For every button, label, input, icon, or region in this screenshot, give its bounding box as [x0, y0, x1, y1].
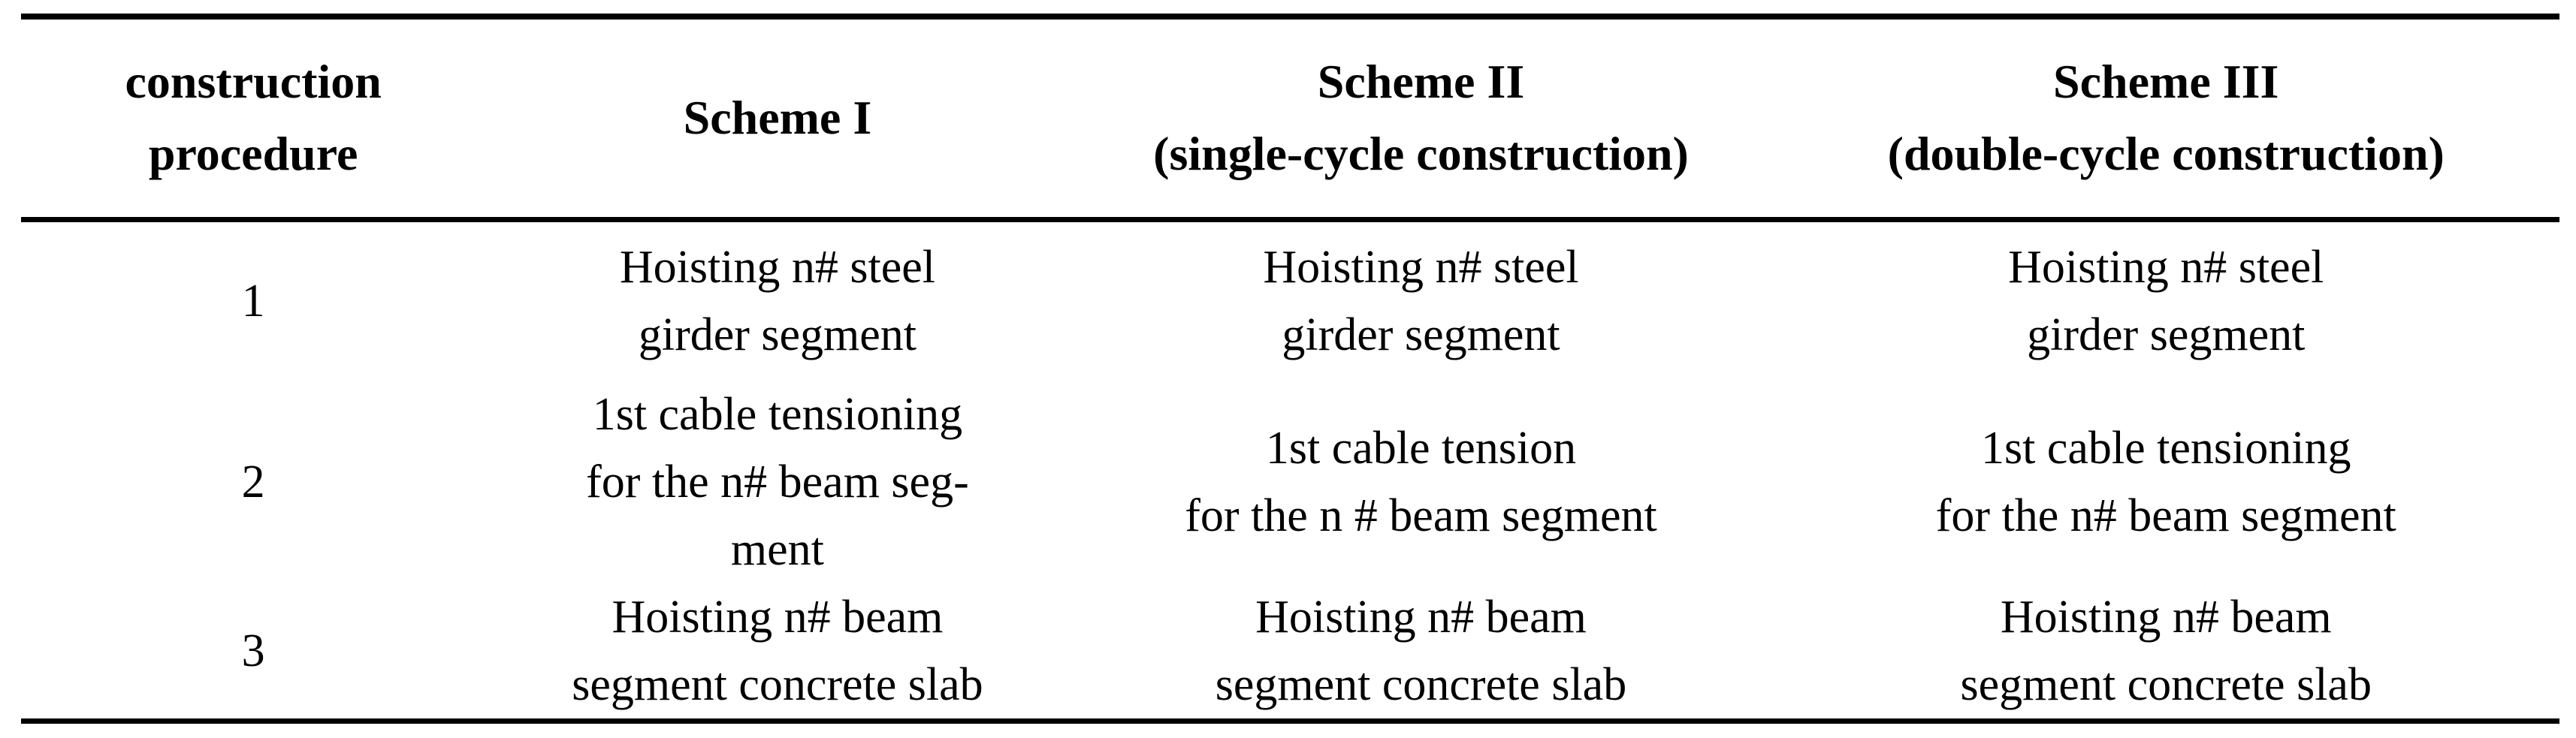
- cell-r1-scheme1: Hoisting n# steel girder segment: [619, 242, 936, 361]
- table-row: 2 1st cable tensioning for the n# beam s…: [21, 381, 2559, 583]
- header-row: construction procedure Scheme I Scheme I…: [21, 17, 2559, 222]
- cell-r1-scheme3: Hoisting n# steel girder segment: [2008, 242, 2324, 361]
- cell-r3-scheme2: Hoisting n# beam segment concrete slab: [1215, 592, 1627, 710]
- table-row: 3 Hoisting n# beam segment concrete slab…: [21, 583, 2559, 721]
- header-scheme-3: Scheme III (double-cycle construction): [1772, 17, 2559, 222]
- cell-procedure-3: 3: [241, 625, 265, 676]
- table-header: construction procedure Scheme I Scheme I…: [21, 17, 2559, 222]
- cell-r2-scheme1: 1st cable tensioning for the n# beam seg…: [586, 389, 969, 575]
- cell-r1-scheme2: Hoisting n# steel girder segment: [1263, 242, 1579, 361]
- cell-r3-scheme1: Hoisting n# beam segment concrete slab: [572, 592, 983, 710]
- header-scheme-1: Scheme I: [485, 17, 1070, 222]
- construction-schemes-table: construction procedure Scheme I Scheme I…: [21, 14, 2559, 724]
- table-body: 1 Hoisting n# steel girder segment Hoist…: [21, 219, 2559, 721]
- cell-procedure-2: 2: [241, 456, 265, 508]
- cell-procedure-1: 1: [241, 276, 265, 327]
- cell-r2-scheme2: 1st cable tension for the n # beam segme…: [1185, 423, 1657, 541]
- cell-r2-scheme3: 1st cable tensioning for the n# beam seg…: [1935, 423, 2396, 541]
- header-construction-procedure: construction procedure: [21, 17, 486, 222]
- header-scheme-2: Scheme II (single-cycle construction): [1069, 17, 1773, 222]
- table-row: 1 Hoisting n# steel girder segment Hoist…: [21, 219, 2559, 381]
- cell-r3-scheme3: Hoisting n# beam segment concrete slab: [1960, 592, 2372, 710]
